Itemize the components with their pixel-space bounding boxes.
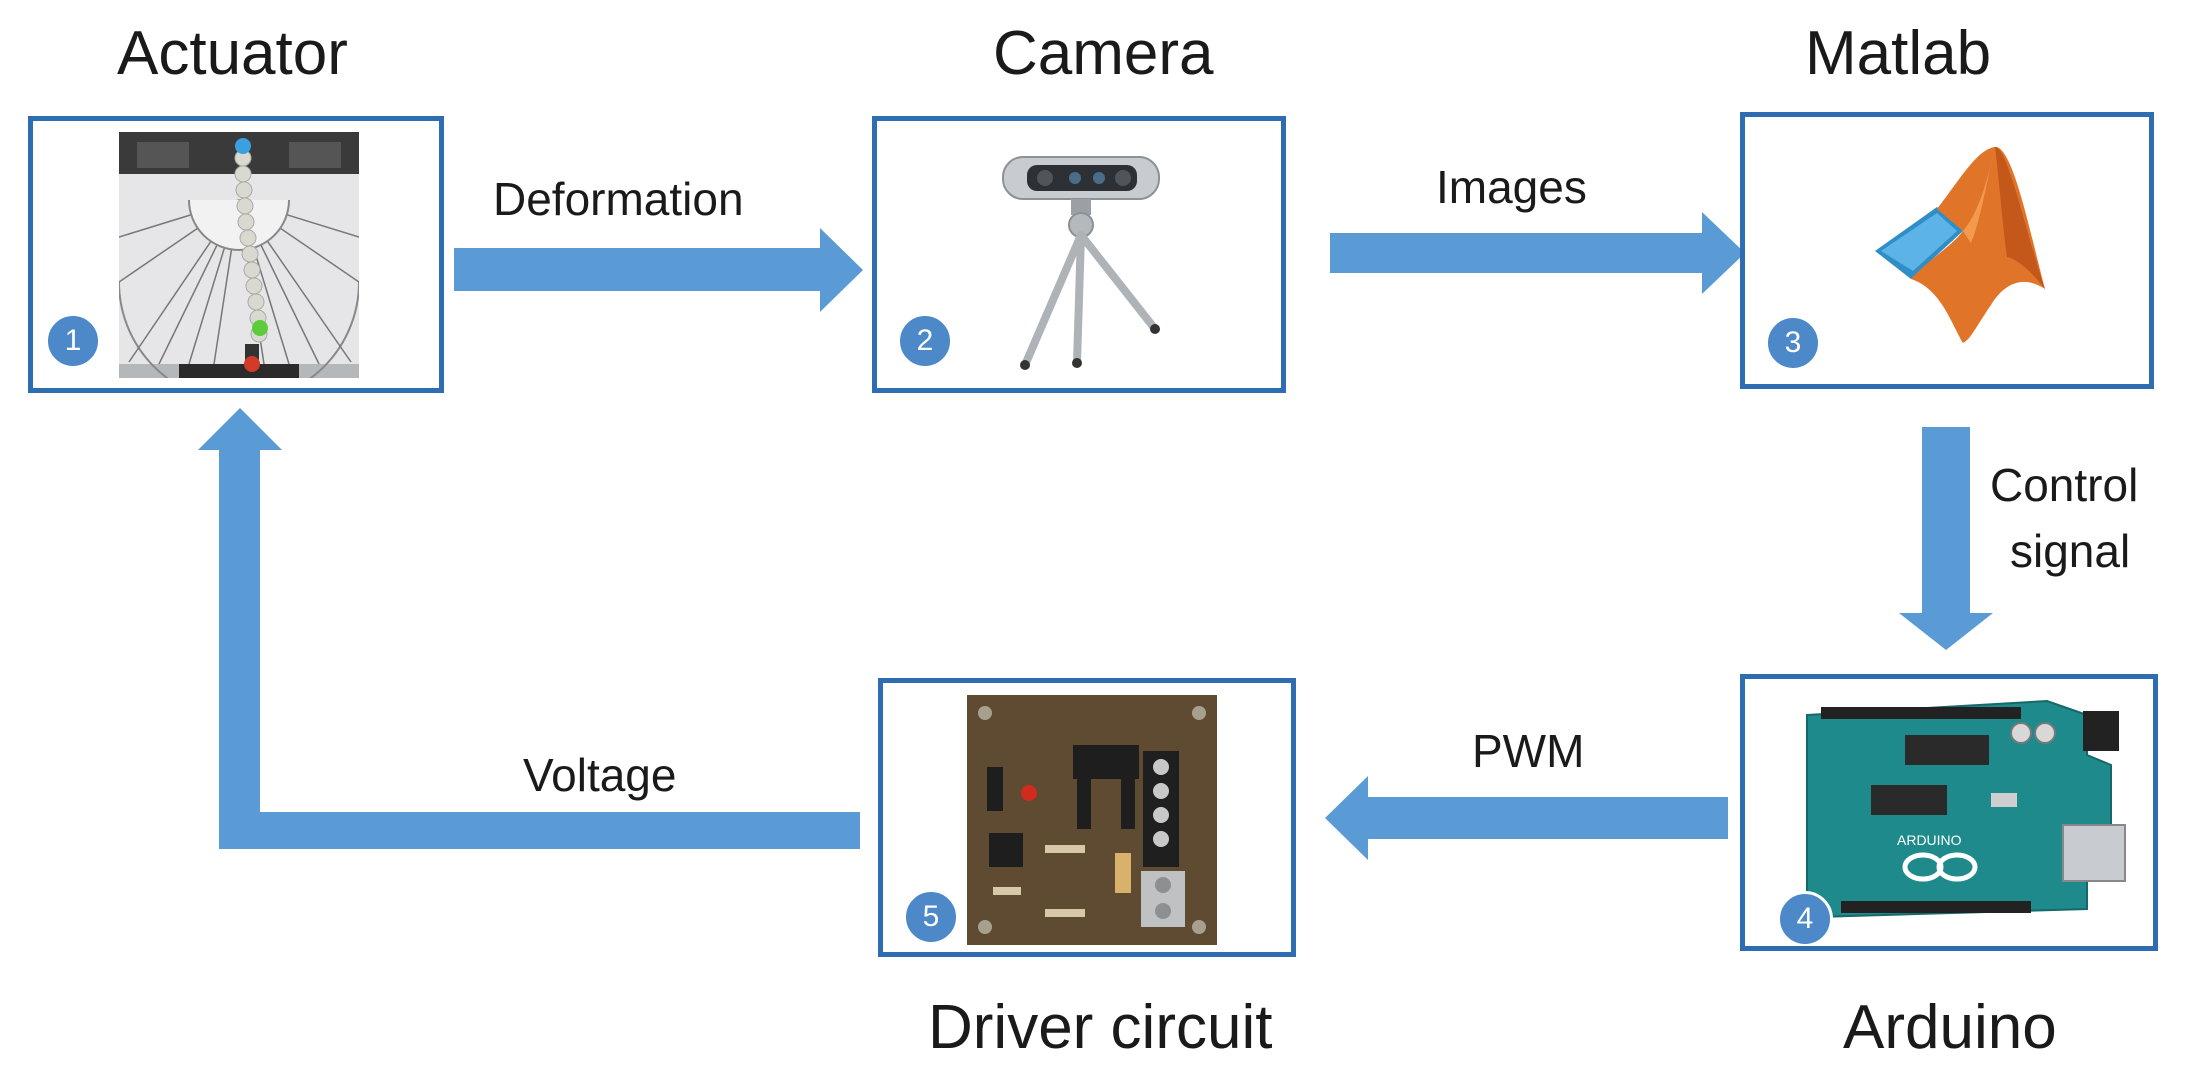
actuator-protractor-photo xyxy=(119,132,359,378)
label-control-signal-line1: Control xyxy=(1990,459,2139,511)
arrow-pwm xyxy=(1325,776,1728,860)
node-camera: 2 xyxy=(872,116,1286,393)
title-actuator: Actuator xyxy=(117,19,348,88)
title-arduino: Arduino xyxy=(1843,993,2057,1062)
label-pwm: PWM xyxy=(1472,725,1585,777)
label-deformation: Deformation xyxy=(493,173,744,225)
badge-5: 5 xyxy=(903,889,959,945)
badge-1: 1 xyxy=(45,313,101,369)
arrow-deformation xyxy=(454,228,863,312)
node-driver-circuit: 5 xyxy=(878,678,1296,957)
node-actuator: 1 xyxy=(28,116,444,393)
label-control-signal-line2: signal xyxy=(2010,525,2131,577)
badge-3: 3 xyxy=(1765,315,1821,371)
title-matlab: Matlab xyxy=(1805,19,1992,88)
badge-2: 2 xyxy=(897,313,953,369)
title-driver-circuit: Driver circuit xyxy=(928,993,1273,1062)
node-matlab: 3 xyxy=(1740,112,2154,389)
driver-circuit-pcb-photo xyxy=(967,695,1217,945)
matlab-logo xyxy=(1875,146,2045,343)
label-images: Images xyxy=(1436,161,1587,213)
depth-camera-tripod-photo xyxy=(1002,156,1160,370)
arduino-uno-board-photo: ARDUINO xyxy=(1806,699,2126,919)
svg-text:ARDUINO: ARDUINO xyxy=(1897,832,1962,848)
title-camera: Camera xyxy=(993,19,1214,88)
arrow-images xyxy=(1330,212,1745,294)
arrow-control-signal xyxy=(1899,427,1993,650)
node-arduino: ARDUINO 4 xyxy=(1740,674,2158,951)
badge-4: 4 xyxy=(1777,891,1833,946)
label-voltage: Voltage xyxy=(523,749,677,801)
